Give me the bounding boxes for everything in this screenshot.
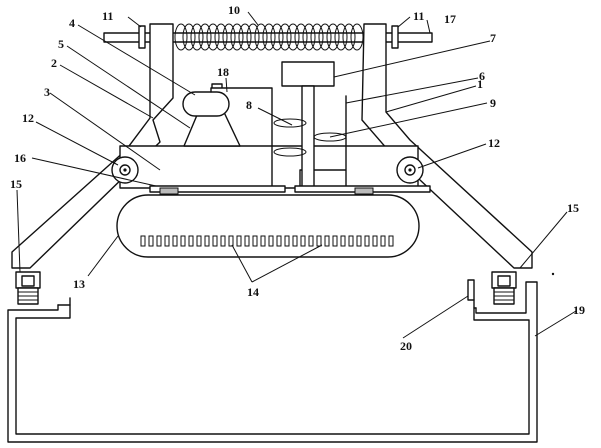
part-labels: 11 11 10 17 4 5 7 2 18 6 3 1 8 9 12 12 1… — [10, 3, 585, 353]
label-8: 8 — [246, 98, 252, 112]
label-12-left: 12 — [22, 111, 34, 125]
label-3: 3 — [44, 85, 50, 99]
label-11-right: 11 — [413, 9, 424, 23]
label-18: 18 — [217, 65, 229, 79]
label-17: 17 — [444, 12, 456, 26]
main-beam — [119, 145, 419, 189]
label-15-left: 15 — [10, 177, 22, 191]
container-box — [7, 281, 538, 443]
blade-mid — [313, 132, 347, 142]
label-2: 2 — [51, 56, 57, 70]
label-11-left: 11 — [102, 9, 113, 23]
label-5: 5 — [58, 37, 64, 51]
blade-upper — [273, 118, 307, 128]
blade-lower — [273, 147, 307, 157]
label-12-right: 12 — [488, 136, 500, 150]
drive-head-7 — [281, 61, 335, 87]
conveyor-belt — [116, 194, 420, 258]
label-4: 4 — [69, 16, 75, 30]
label-7: 7 — [490, 31, 496, 45]
motor-body — [182, 91, 230, 117]
label-6: 6 — [479, 69, 485, 83]
label-1: 1 — [477, 77, 483, 91]
label-10: 10 — [228, 3, 240, 17]
leader-lines — [16, 11, 577, 339]
right-bolt — [491, 271, 517, 305]
label-13: 13 — [73, 277, 85, 291]
screw-rod — [103, 32, 433, 43]
label-19: 19 — [573, 303, 585, 317]
label-15-right: 15 — [567, 201, 579, 215]
drive-shaft — [301, 85, 315, 191]
frame-6 — [299, 95, 347, 191]
frame-18 — [210, 83, 273, 147]
label-14: 14 — [247, 285, 259, 299]
label-20: 20 — [400, 339, 412, 353]
right-pivot-wheel — [396, 156, 424, 184]
nut-right — [391, 25, 399, 49]
rod-20 — [467, 279, 475, 301]
left-bolt — [15, 271, 41, 305]
label-16: 16 — [14, 151, 26, 165]
spring-coil — [174, 23, 364, 51]
nut-left — [138, 25, 146, 49]
label-9: 9 — [490, 96, 496, 110]
belt-teeth — [140, 235, 394, 247]
clamp-pads — [149, 185, 431, 195]
left-pivot-wheel — [111, 156, 139, 184]
